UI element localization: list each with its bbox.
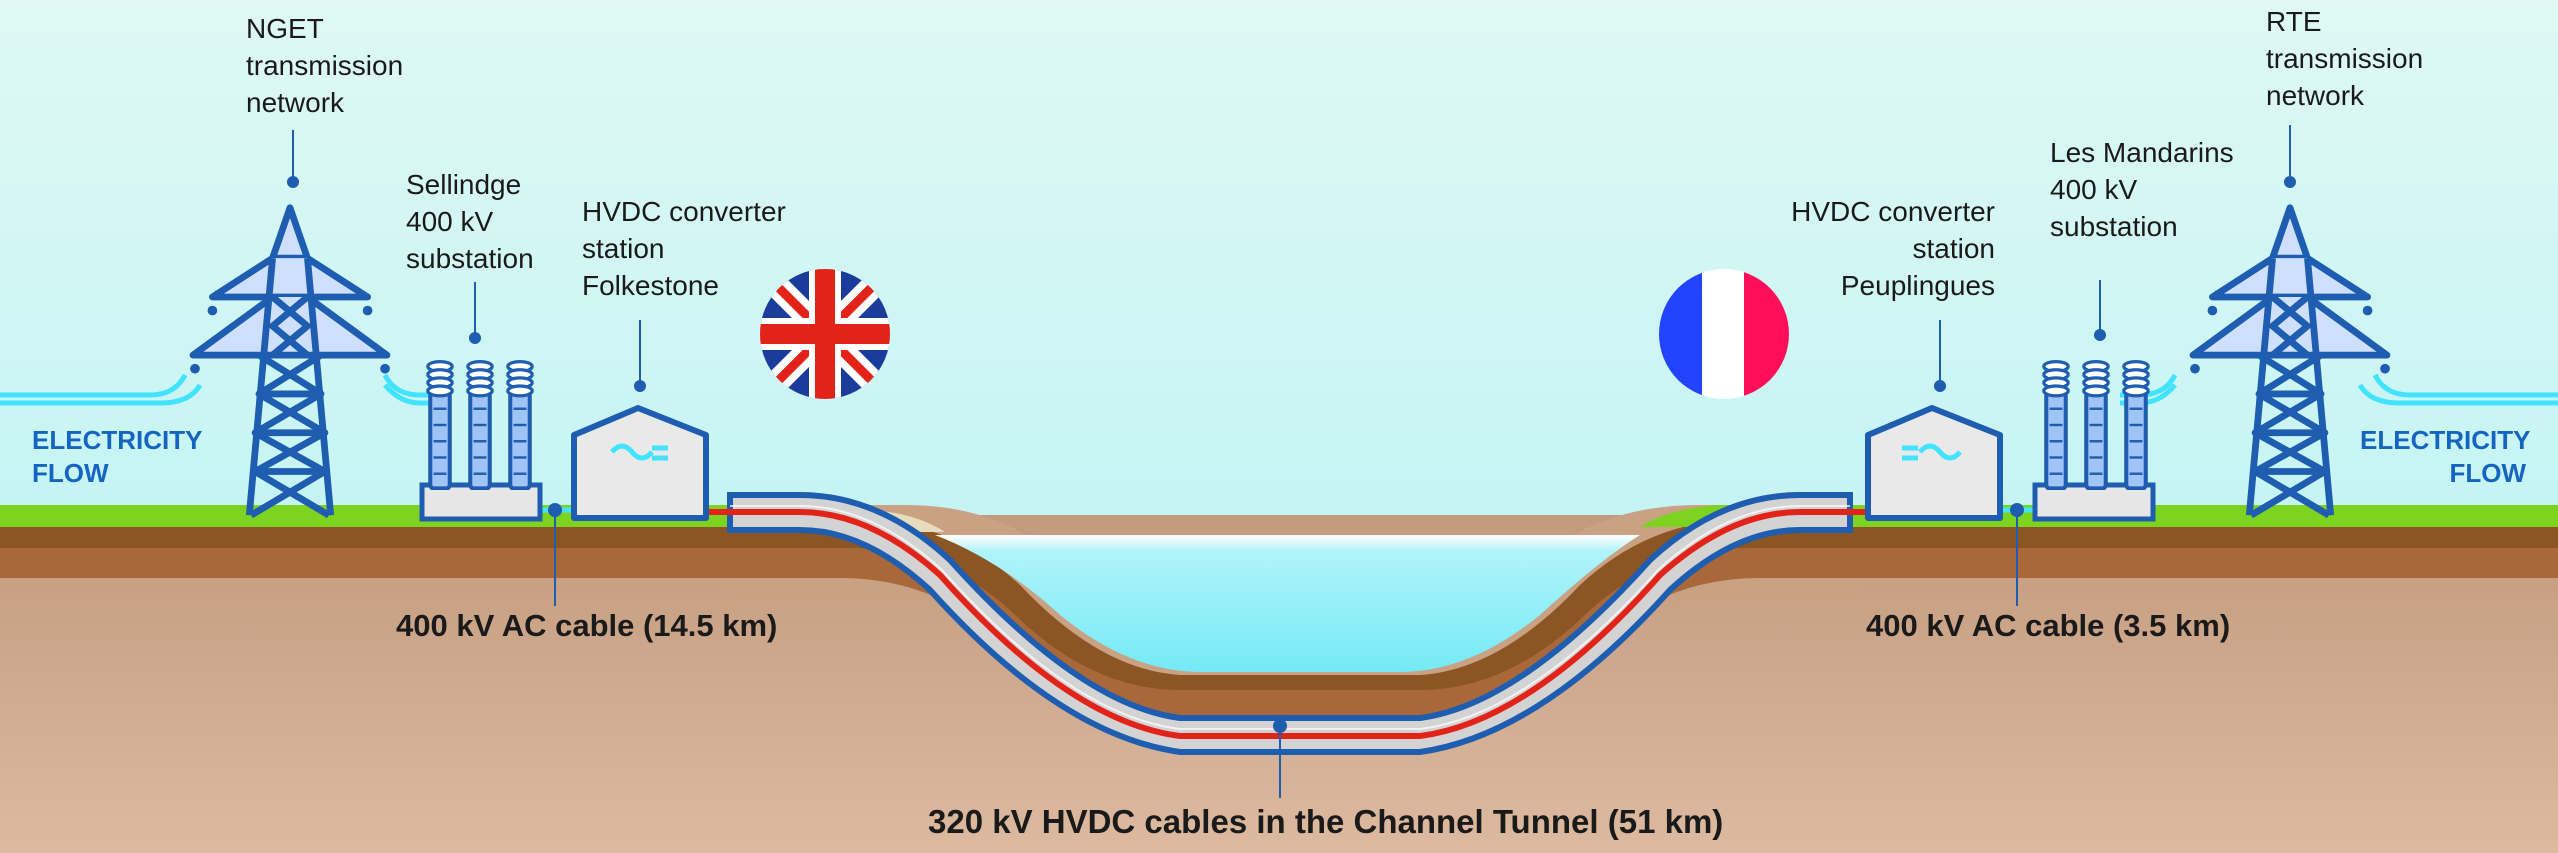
folkestone-line-3: Folkestone [582, 270, 719, 301]
folkestone-line-2: station [582, 233, 665, 264]
peuplingues-converter-icon [1865, 405, 2003, 521]
sellindge-label: Sellindge 400 kV substation [406, 166, 534, 277]
folkestone-label: HVDC converter station Folkestone [582, 193, 786, 304]
peuplingues-label: HVDC converter station Peuplingues [1790, 193, 1995, 304]
mandarins-line-2: 400 kV [2050, 174, 2138, 205]
folkestone-line-1: HVDC converter [582, 196, 786, 227]
channel-tunnel [727, 492, 1853, 755]
sellindge-line-1: Sellindge [406, 169, 522, 200]
peuplingues-line-3: Peuplingues [1840, 270, 1995, 301]
nget-line-1: NGET [246, 13, 324, 44]
sea-channel [935, 535, 1640, 672]
flow-right-line-1: ELECTRICITY [2360, 425, 2531, 455]
folkestone-converter-icon [571, 405, 709, 521]
french-tricolour-flag-icon [1659, 269, 1789, 399]
electricity-flow-left: ELECTRICITY FLOW [32, 424, 202, 490]
sellindge-line-3: substation [406, 243, 534, 274]
sellindge-line-2: 400 kV [406, 206, 494, 237]
nget-line-3: network [246, 87, 345, 118]
rte-line-3: network [2266, 80, 2365, 111]
les-mandarins-substation-icon [2032, 362, 2156, 522]
sellindge-substation-icon [419, 362, 543, 522]
hvdc-cable-label: 320 kV HVDC cables in the Channel Tunnel… [928, 803, 1724, 840]
uk-ac-cable-label: 400 kV AC cable (14.5 km) [396, 608, 778, 643]
electricity-flow-right: ELECTRICITY FLOW [2360, 424, 2531, 490]
rte-label: RTE transmission network [2266, 3, 2423, 114]
peuplingues-line-2: station [1912, 233, 1996, 264]
rte-line-1: RTE [2266, 6, 2322, 37]
fr-ac-cable-label: 400 kV AC cable (3.5 km) [1866, 608, 2231, 643]
mandarins-label: Les Mandarins 400 kV substation [2050, 134, 2234, 245]
nget-label: NGET transmission network [246, 10, 403, 121]
flow-right-line-2: FLOW [2449, 458, 2526, 488]
peuplingues-line-1: HVDC converter [1791, 196, 1995, 227]
flow-left-line-2: FLOW [32, 458, 109, 488]
flow-left-line-1: ELECTRICITY [32, 425, 203, 455]
leader-lines [287, 125, 2296, 798]
mandarins-line-1: Les Mandarins [2050, 137, 2234, 168]
rte-line-2: transmission [2266, 43, 2424, 74]
mandarins-line-3: substation [2050, 211, 2178, 242]
nget-line-2: transmission [246, 50, 404, 81]
